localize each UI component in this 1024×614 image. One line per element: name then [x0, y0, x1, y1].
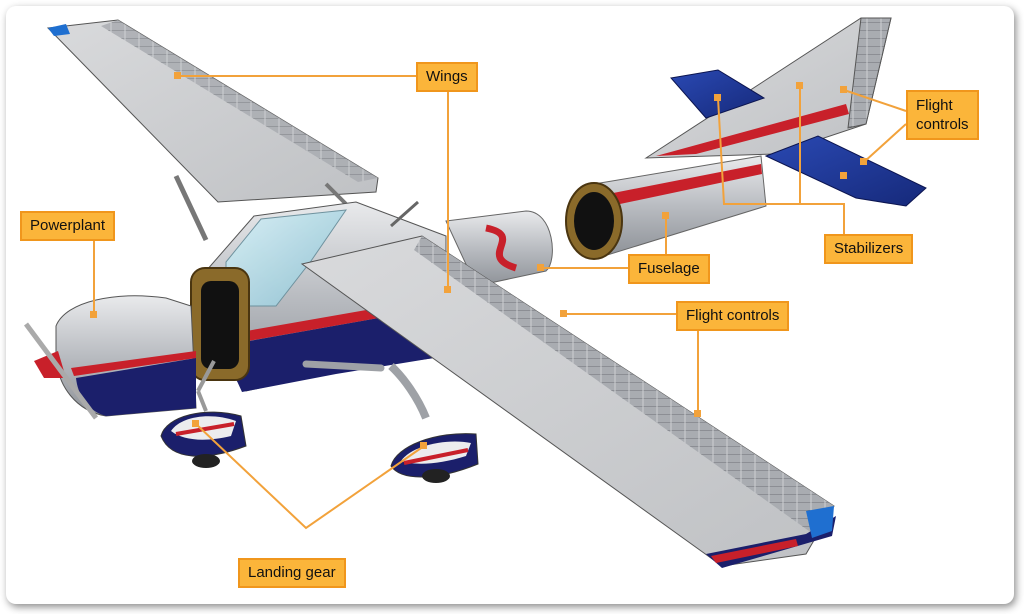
engine-cowling: [23, 295, 216, 420]
tail-controls-leader-b: [863, 123, 907, 163]
mid-fuselage: [445, 210, 553, 287]
diagram-frame: Wings Powerplant Flight controls Stabili…: [6, 6, 1014, 604]
label-flight-controls-tail: Flight controls: [906, 90, 979, 140]
right-wing: [300, 235, 836, 568]
label-flight-controls-tail-line1: Flight: [916, 97, 953, 114]
tail-controls-leader-a: [843, 89, 907, 112]
leader-lines: [93, 75, 907, 530]
label-flight-controls-tail-line2: controls: [916, 116, 969, 133]
rear-fuselage: [565, 155, 767, 260]
label-flight-controls-wing: Flight controls: [676, 301, 790, 331]
left-wheel-fairing: [160, 411, 247, 468]
gear-leader: [195, 423, 425, 530]
gear-strut: [302, 360, 430, 420]
label-powerplant: Powerplant: [20, 211, 116, 241]
label-stabilizers: Stabilizers: [824, 234, 914, 264]
leader-dots: [90, 72, 867, 449]
stabilizers-leader: [717, 97, 845, 238]
left-wing: [46, 19, 379, 242]
aircraft-illustration: [23, 17, 927, 568]
right-wheel-fairing: [390, 433, 479, 483]
label-landing-gear: Landing gear: [238, 558, 346, 588]
label-wings: Wings: [416, 62, 478, 92]
label-fuselage: Fuselage: [628, 254, 710, 284]
